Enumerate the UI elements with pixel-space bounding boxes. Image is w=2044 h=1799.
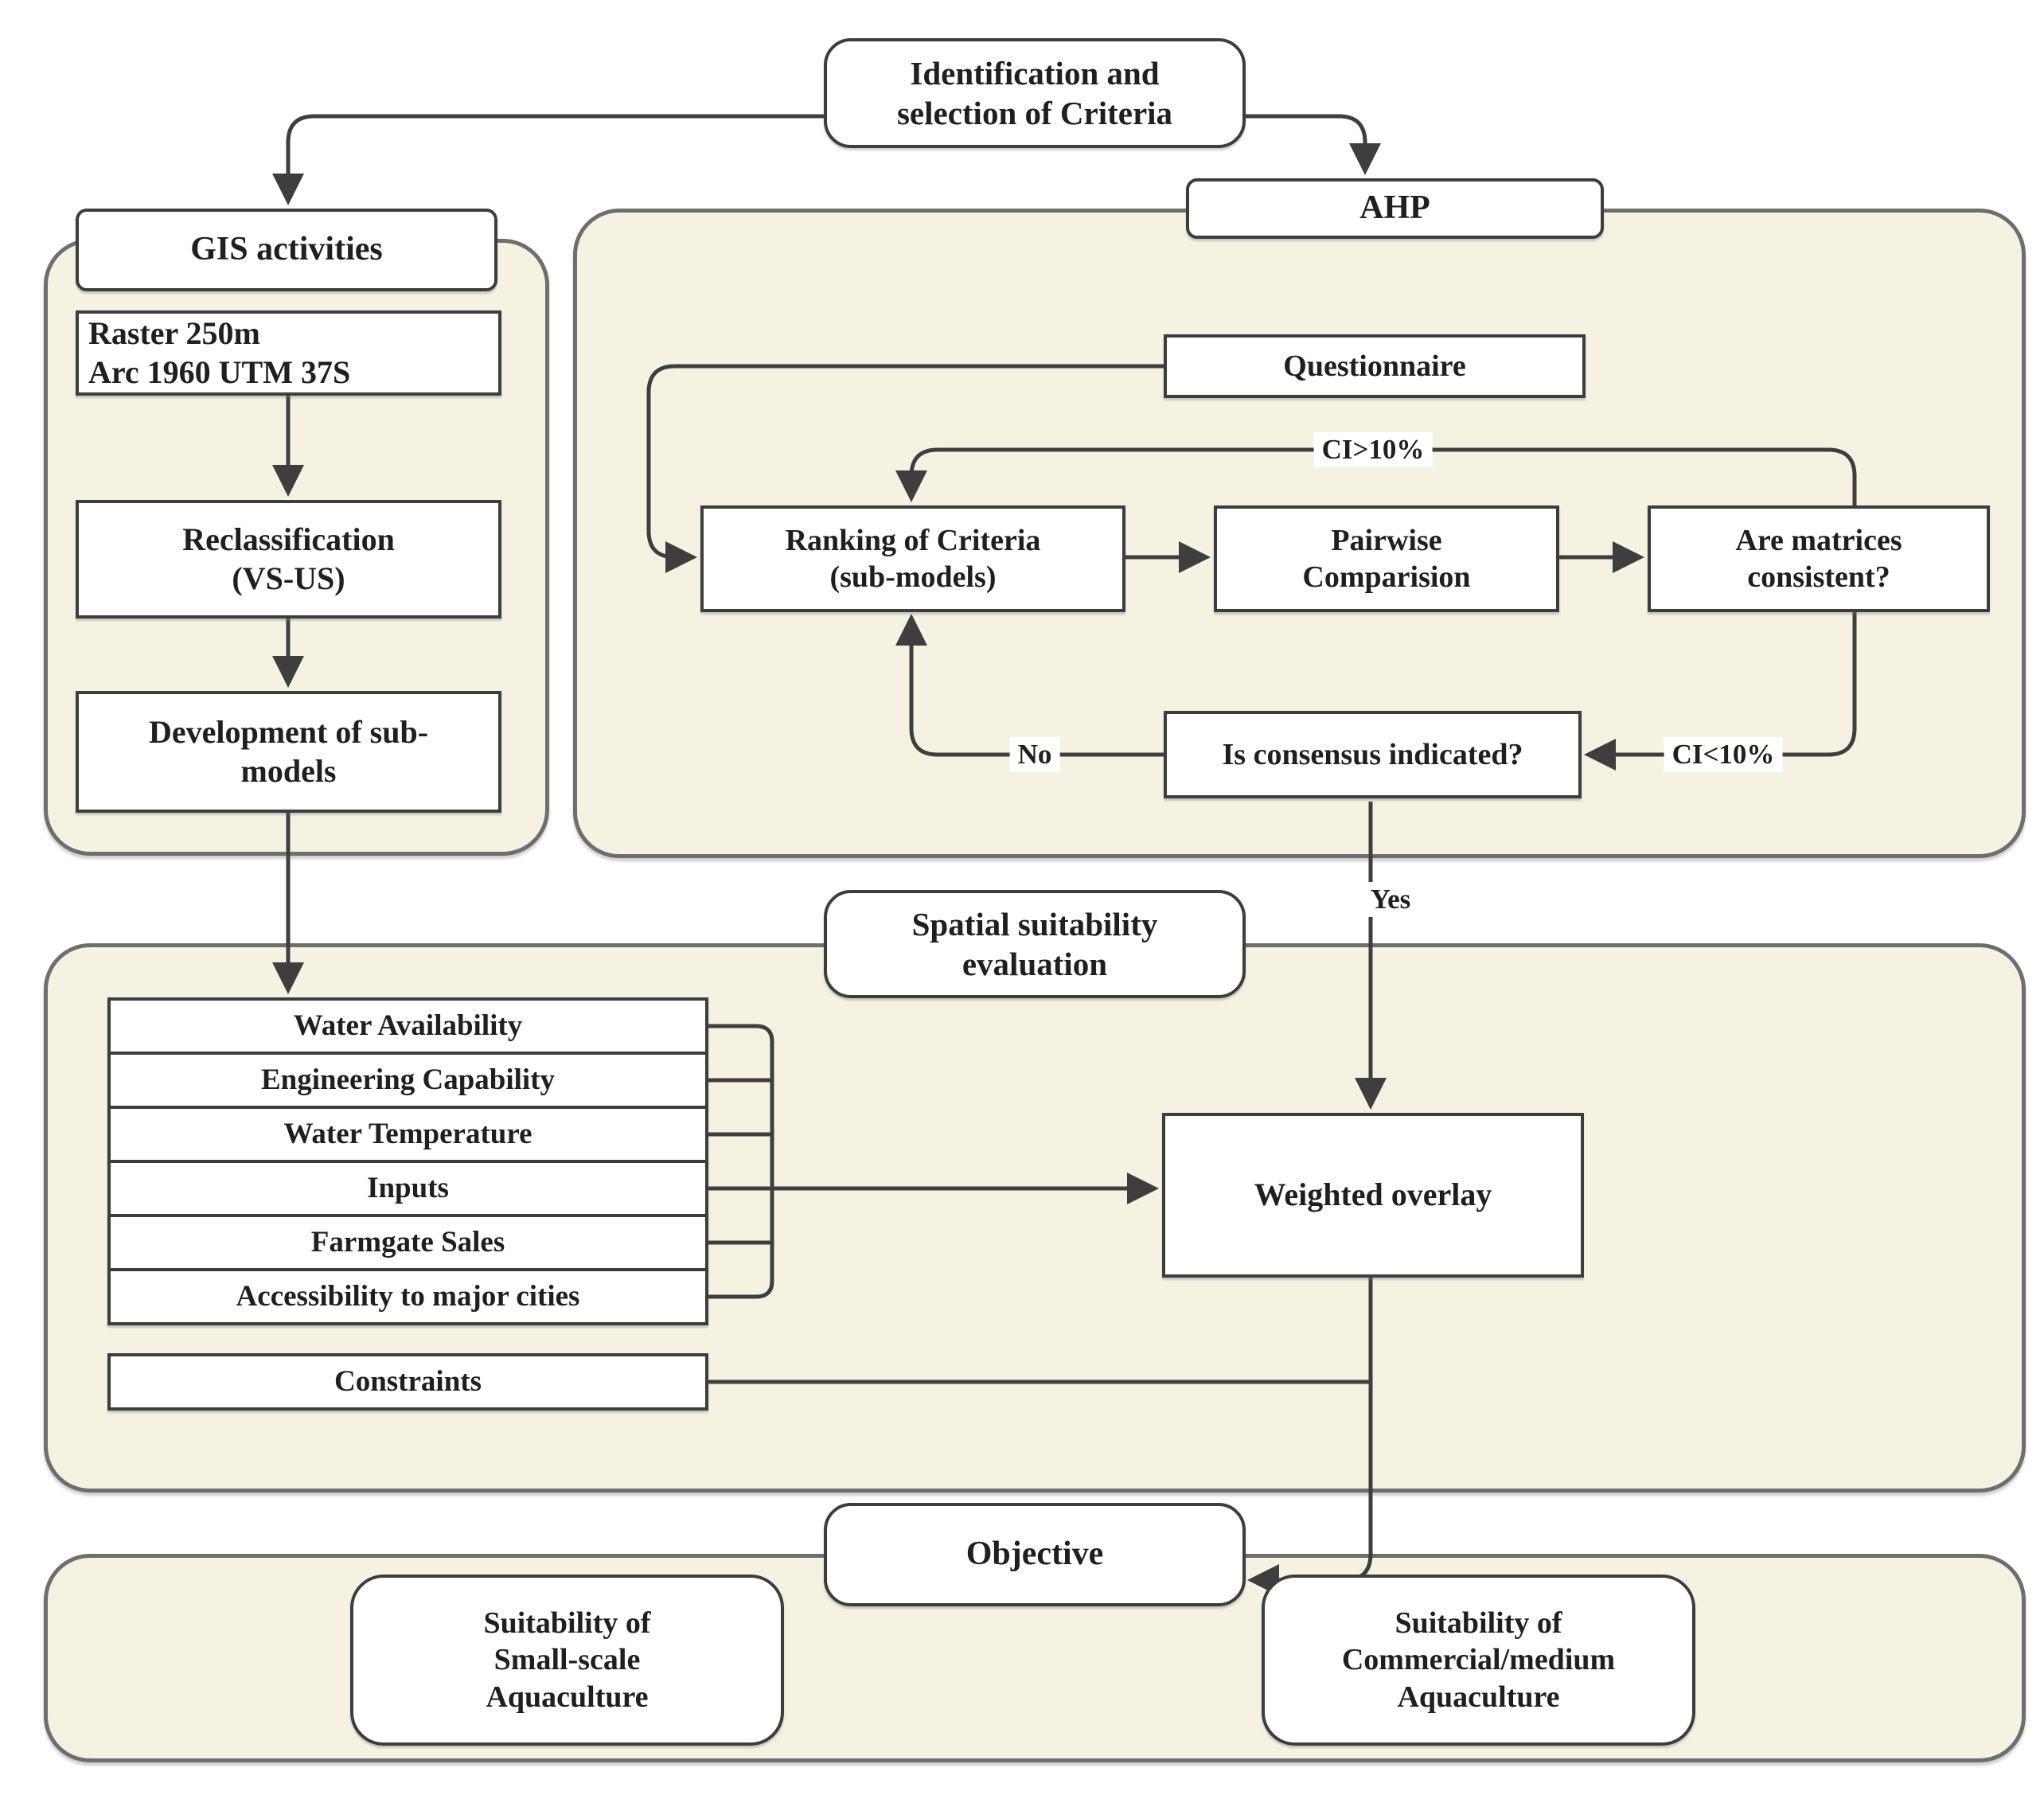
node-consensus: Is consensus indicated? [1164,711,1582,798]
node-criteria-water-temperature: Water Temperature [107,1106,708,1163]
node-spatial-title: Spatial suitability evaluation [824,890,1246,998]
node-objective: Objective [824,1503,1246,1606]
node-development: Development of sub- models [76,691,501,813]
node-ranking: Ranking of Criteria (sub-models) [700,505,1125,612]
node-raster: Raster 250m Arc 1960 UTM 37S [76,310,501,396]
node-gis-title: GIS activities [76,209,497,291]
edge-label-yes: Yes [1362,882,1419,917]
node-commercial-suitability: Suitability of Commercial/medium Aquacul… [1262,1575,1695,1746]
criteria-bracket [708,1024,774,1299]
node-small-scale-suitability: Suitability of Small-scale Aquaculture [350,1575,784,1746]
node-reclassification: Reclassification (VS-US) [76,500,501,619]
node-ahp-title: AHP [1186,178,1604,239]
node-criteria-farmgate-sales: Farmgate Sales [107,1214,708,1271]
node-criteria-inputs: Inputs [107,1160,708,1217]
node-constraints: Constraints [107,1353,708,1411]
node-pairwise: Pairwise Comparision [1214,505,1559,612]
edge-no [895,614,1164,757]
edge-weighted-to-objective [1247,1278,1373,1596]
node-weighted-overlay: Weighted overlay [1162,1113,1584,1278]
node-questionnaire: Questionnaire [1164,334,1586,398]
node-criteria-engineering-capability: Engineering Capability [107,1052,708,1109]
edge-identification-to-ahp [1242,114,1381,175]
node-matrices: Are matrices consistent? [1648,505,1990,612]
edge-label-ci-lt: CI<10% [1664,737,1783,772]
edge-questionnaire-to-ranking [646,364,1164,573]
edge-identification-to-gis [272,114,824,205]
edge-label-no: No [1009,737,1060,772]
edge-ci-lt [1584,612,1857,771]
node-identification: Identification and selection of Criteria [824,38,1246,148]
edge-label-ci-gt: CI>10% [1313,432,1433,467]
node-criteria-accessibility: Accessibility to major cities [107,1268,708,1325]
node-criteria-water-availability: Water Availability [107,997,708,1055]
